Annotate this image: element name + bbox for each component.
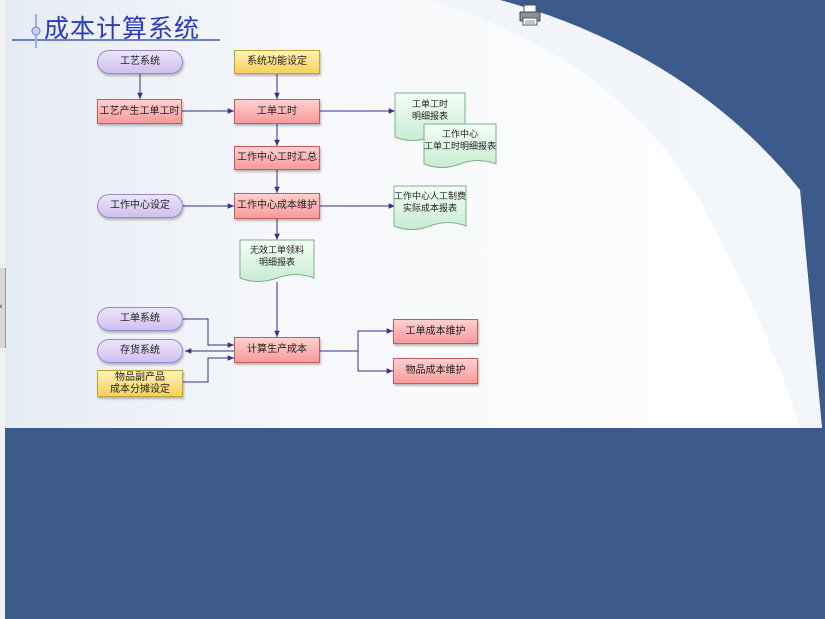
doc-invalid-material-report[interactable]: 无效工单领料 明细报表 (249, 246, 304, 268)
title-bullet-icon (31, 26, 41, 36)
doc-shape-wc-wo-hours (423, 123, 497, 168)
page-title: 成本计算系统 (44, 14, 201, 43)
node-wo-cost-maintenance[interactable]: 工单成本维护 (393, 319, 478, 344)
node-work-order-system[interactable]: 工单系统 (97, 307, 183, 331)
doc-wo-hours-detail-report[interactable]: 工单工时 明细报表 (411, 100, 448, 122)
node-craft-system[interactable]: 工艺系统 (97, 50, 183, 74)
node-wc-setup[interactable]: 工作中心设定 (97, 194, 183, 218)
node-work-order-hours[interactable]: 工单工时 (234, 99, 320, 124)
node-inventory-system[interactable]: 存货系统 (97, 339, 183, 363)
node-calc-production-cost[interactable]: 计算生产成本 (234, 337, 320, 363)
doc-wc-labor-cost-report[interactable]: 工作中心人工制费 实际成本报表 (394, 192, 467, 214)
node-system-config[interactable]: 系统功能设定 (234, 50, 320, 74)
doc-shape-invalid-material (239, 239, 315, 282)
printer-icon[interactable] (519, 4, 541, 26)
node-craft-work-order-hours[interactable]: 工艺产生工单工时 (97, 99, 182, 124)
doc-wc-wo-hours-detail-report[interactable]: 工作中心 工单工时明细报表 (424, 130, 497, 152)
node-item-cost-maintenance[interactable]: 物品成本维护 (393, 358, 478, 384)
doc-shape-wc-labor (393, 185, 467, 230)
node-wc-cost-maintenance[interactable]: 工作中心成本维护 (234, 193, 320, 219)
sidebar-collapse-tab[interactable]: ‹ (0, 268, 6, 348)
chevron-left-icon: ‹ (0, 302, 3, 312)
node-wc-hours-summary[interactable]: 工作中心工时汇总 (234, 146, 320, 170)
node-byproduct-cost-setup[interactable]: 物品副产品 成本分摊设定 (97, 370, 183, 397)
